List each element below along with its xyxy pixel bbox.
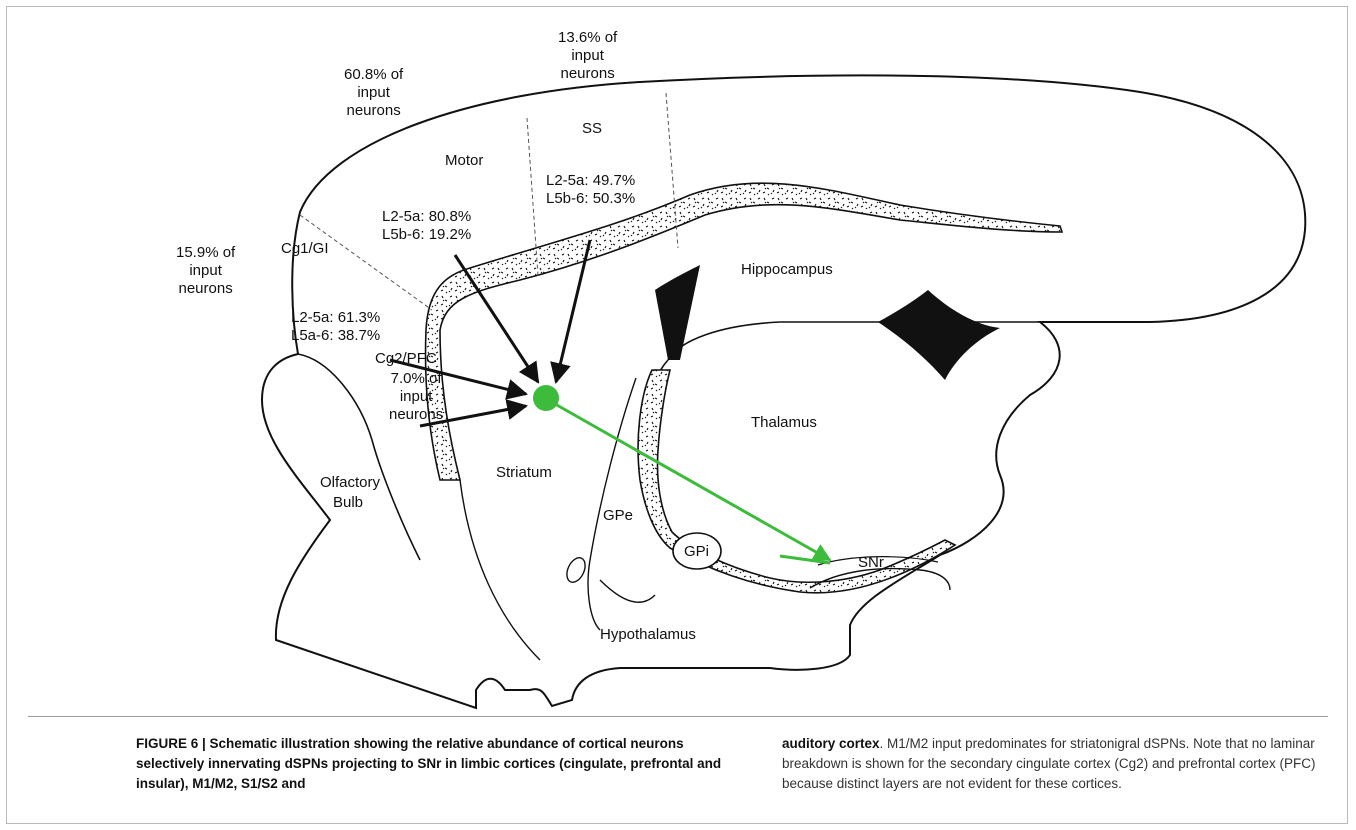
figure-caption-right: auditory cortex. M1/M2 input predominate…: [782, 734, 1342, 794]
percent-motor-line1: 60.8% of: [344, 66, 403, 84]
percent-cg1-line2: input: [176, 262, 235, 280]
dspn-neuron: [533, 385, 559, 411]
label-gpi: GPi: [684, 543, 709, 561]
laminar-motor: L2-5a: 80.8% L5b-6: 19.2%: [382, 208, 471, 244]
percent-cg1-line3: neurons: [176, 280, 235, 298]
label-cg1-gi: Cg1/GI: [281, 240, 329, 258]
caption-title: FIGURE 6 | Schematic illustration showin…: [136, 736, 721, 791]
laminar-ss-deep: L5b-6: 50.3%: [546, 190, 635, 208]
percent-ss-line2: input: [558, 47, 617, 65]
percent-ss: 13.6% of input neurons: [558, 29, 617, 83]
label-hippocampus: Hippocampus: [741, 261, 833, 279]
percent-motor-line3: neurons: [344, 102, 403, 120]
percent-cg2: 7.0% of input neurons: [389, 370, 443, 424]
label-cg2-pfc: Cg2/PFC: [375, 350, 437, 368]
striatum-boundary: [460, 480, 540, 660]
label-snr: SNr: [858, 554, 884, 572]
percent-cg1-line1: 15.9% of: [176, 244, 235, 262]
label-striatum: Striatum: [496, 464, 552, 482]
percent-cg2-line1: 7.0% of: [389, 370, 443, 388]
percent-ss-line3: neurons: [558, 65, 617, 83]
laminar-cg1-deep: L5a-6: 38.7%: [291, 327, 380, 345]
laminar-motor-deep: L5b-6: 19.2%: [382, 226, 471, 244]
percent-cg1: 15.9% of input neurons: [176, 244, 235, 298]
gpe-lower: [600, 580, 655, 602]
laminar-cg1: L2-5a: 61.3% L5a-6: 38.7%: [291, 309, 380, 345]
small-nucleus: [563, 555, 588, 585]
label-ss: SS: [582, 120, 602, 138]
percent-motor: 60.8% of input neurons: [344, 66, 403, 120]
laminar-ss-superficial: L2-5a: 49.7%: [546, 172, 635, 190]
label-gpe: GPe: [603, 507, 633, 525]
caption-title-cont: auditory cortex: [782, 736, 880, 751]
hippocampus-dark-region: [878, 290, 1000, 380]
label-olfactory-1: Olfactory: [320, 474, 380, 492]
laminar-motor-superficial: L2-5a: 80.8%: [382, 208, 471, 226]
label-thalamus: Thalamus: [751, 414, 817, 432]
laminar-ss: L2-5a: 49.7% L5b-6: 50.3%: [546, 172, 635, 208]
brain-sagittal-diagram: [0, 0, 1356, 720]
percent-cg2-line2: input: [389, 388, 443, 406]
gpe-boundary: [588, 378, 636, 630]
caption-divider: [28, 716, 1328, 717]
percent-ss-line1: 13.6% of: [558, 29, 617, 47]
ventricle-wedge: [655, 265, 700, 360]
label-olfactory-2: Bulb: [333, 494, 363, 512]
percent-motor-line2: input: [344, 84, 403, 102]
laminar-cg1-superficial: L2-5a: 61.3%: [291, 309, 380, 327]
percent-cg2-line3: neurons: [389, 406, 443, 424]
figure-caption-left: FIGURE 6 | Schematic illustration showin…: [136, 734, 746, 794]
label-hypothalamus: Hypothalamus: [600, 626, 696, 644]
label-motor: Motor: [445, 152, 483, 170]
